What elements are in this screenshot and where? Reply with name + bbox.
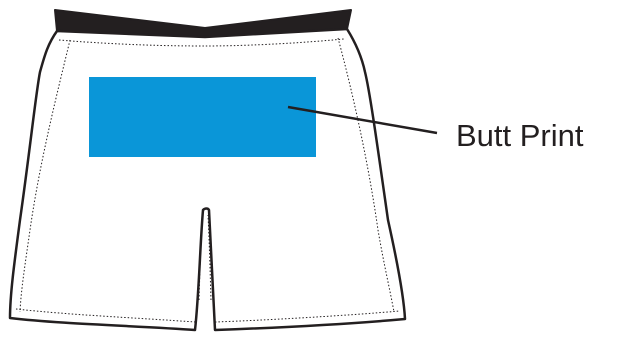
shorts-outline — [8, 27, 407, 332]
right-side-seam — [337, 37, 395, 313]
label-leader-line — [287, 105, 438, 135]
waist-seam — [58, 38, 345, 47]
print-area — [89, 77, 316, 157]
print-label: Butt Print — [456, 118, 584, 153]
left-side-seam — [19, 39, 71, 313]
